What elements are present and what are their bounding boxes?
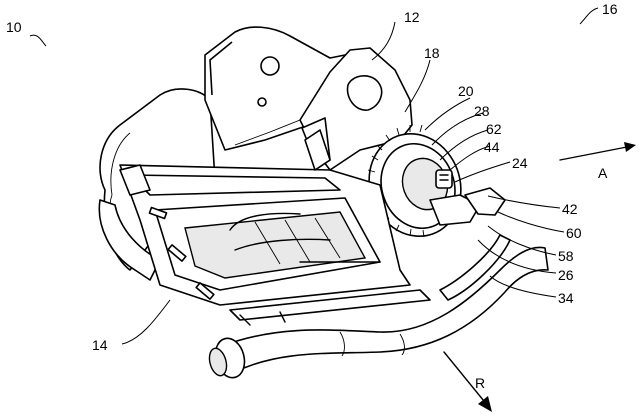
leader-24	[454, 161, 511, 183]
leader-26	[477, 239, 557, 274]
leader-18	[404, 59, 431, 113]
ref-44: 44	[484, 139, 500, 155]
direction-arrows	[443, 142, 636, 412]
ref-16: 16	[602, 1, 618, 17]
ref-18: 18	[424, 45, 440, 61]
label-radial-r: R	[475, 375, 485, 391]
leader-lines	[29, 7, 599, 345]
leader-28	[431, 112, 484, 146]
leader-16	[579, 7, 599, 25]
leader-44	[449, 145, 491, 171]
leader-60	[497, 211, 565, 233]
hose	[208, 234, 549, 379]
leader-14	[121, 299, 171, 345]
ref-62: 62	[486, 121, 502, 137]
leader-10	[29, 34, 47, 47]
reference-numerals: 10 16 12 18 20 28 62 44 24 42 60 58 26 3…	[6, 1, 618, 391]
ref-28: 28	[474, 103, 490, 119]
axial-arrow-shaft	[559, 145, 633, 161]
ref-58: 58	[558, 248, 574, 264]
ref-60: 60	[566, 225, 582, 241]
axial-arrow-head	[624, 142, 636, 152]
leader-58	[487, 225, 557, 256]
ref-10: 10	[6, 19, 22, 35]
radial-arrow-head	[478, 396, 492, 412]
leader-12	[371, 21, 396, 61]
label-axial-a: A	[598, 165, 608, 181]
ref-12: 12	[404, 9, 420, 25]
ring-gear	[367, 124, 506, 238]
ref-34: 34	[558, 290, 574, 306]
ref-14: 14	[92, 337, 108, 353]
leader-62	[439, 129, 489, 161]
ref-26: 26	[558, 267, 574, 283]
ref-24: 24	[512, 155, 528, 171]
front-frame-14	[119, 129, 431, 326]
radial-arrow-shaft	[443, 351, 489, 407]
ref-42: 42	[562, 201, 578, 217]
leader-42	[487, 195, 561, 209]
ref-20: 20	[458, 83, 474, 99]
leader-34	[489, 275, 557, 298]
leader-20	[424, 97, 471, 131]
